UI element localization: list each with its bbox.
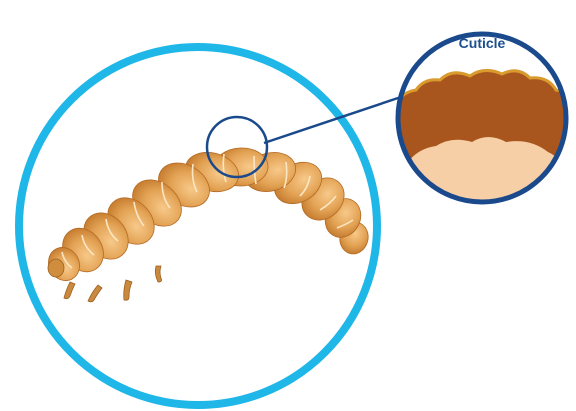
zoom-view <box>390 34 576 220</box>
outer-circle <box>19 47 377 405</box>
larva-head <box>48 259 64 277</box>
cuticle-label: Cuticle <box>426 35 538 51</box>
